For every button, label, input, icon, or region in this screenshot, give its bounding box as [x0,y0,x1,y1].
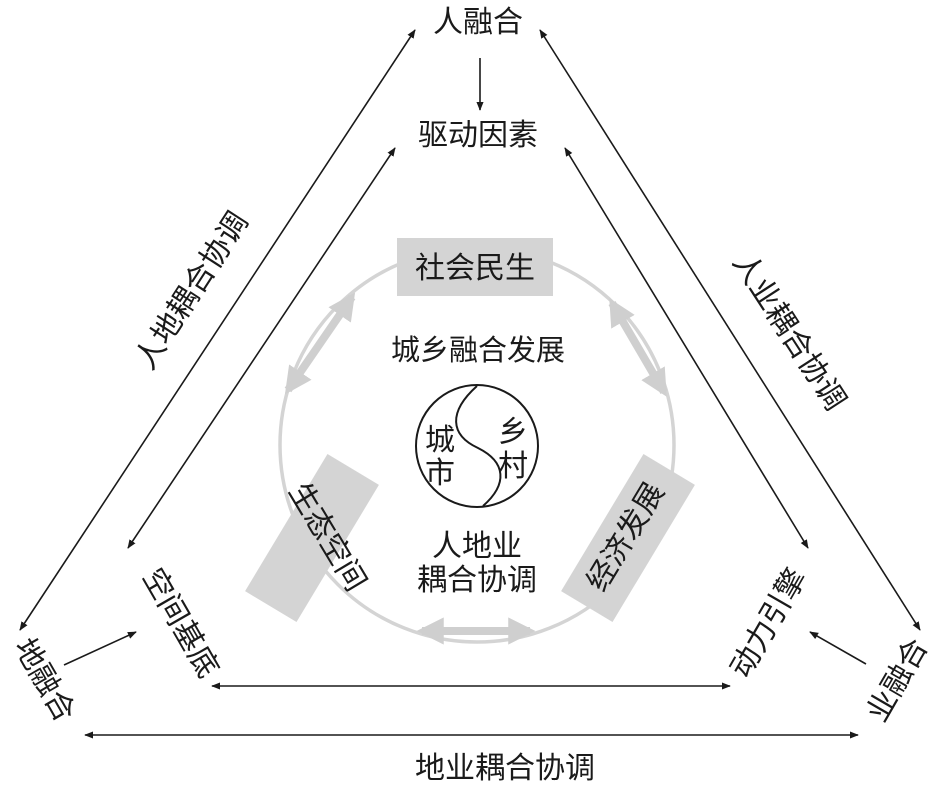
box-social-label: 社会民生 [415,251,535,286]
inner-right-arrow [564,147,809,549]
arrow-left-up [63,631,137,666]
city-rural-emblem [415,384,539,508]
rural-char-2: 村 [498,449,528,484]
emblem-s-curve [455,385,502,507]
corner-top-label: 人融合 [433,5,523,40]
edge-bottom-label: 地业耦合协调 [415,751,595,786]
city-char-1: 城 [425,423,455,458]
corner-right-label: 业融合 [860,633,935,728]
inner-left-label: 空间基底 [135,563,225,684]
inner-left-arrow [127,147,396,549]
outer-left-arrow [19,29,416,631]
box-social [397,238,553,296]
edge-right-label: 人业耦合协调 [725,247,852,417]
inner-right-label: 动力引擎 [724,563,814,684]
corner-left-label: 地融合 [7,633,82,728]
circle-bottom-line-2: 耦合协调 [417,563,537,598]
city-char-2: 市 [425,456,455,491]
edge-left-label: 人地耦合协调 [128,206,255,376]
circle-bottom-line-1: 人地业 [432,529,522,564]
rural-char-1: 乡 [498,415,528,450]
box-ecology [245,453,379,623]
circle-title: 城乡融合发展 [391,333,565,367]
box-economy [561,453,695,623]
inner-top-label: 驱动因素 [418,118,538,153]
gray-arrow-right [608,298,668,397]
gray-arrow-left [284,292,356,395]
arrow-right-up [809,631,867,665]
